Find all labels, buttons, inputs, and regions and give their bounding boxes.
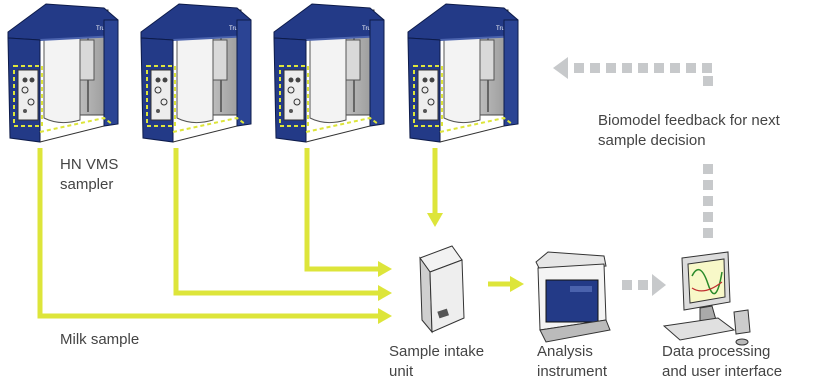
intake-label-line1: Sample intake [389,343,485,360]
computer-icon [662,251,751,346]
flow-lines [37,148,510,319]
analysis-label-line1: Analysis [537,343,593,360]
dataproc-label: Data processing and user interface [662,342,782,382]
analysis-label-line2: instrument [537,363,608,380]
flow-arrowheads [378,213,524,324]
sampler-unit-icon [140,3,253,143]
milk-sample-label: Milk sample [60,331,140,348]
sampler-label: HN VMS sampler [60,155,118,195]
feedback-label-line1: Biomodel feedback for next [598,112,780,129]
analysis-instrument-icon [535,251,611,343]
feedback-label: Biomodel feedback for next sample decisi… [598,111,780,151]
intake-label: Sample intake unit [389,342,484,382]
analysis-label: Analysis instrument [537,342,607,382]
dataproc-label-line1: Data processing [662,343,771,360]
feedback-label-line2: sample decision [598,132,706,149]
intake-label-line2: unit [389,363,414,380]
sampler-unit-icon [273,3,386,143]
sampler-unit-icon [407,3,520,143]
sampler-label-line2: sampler [60,176,114,193]
sampler-unit-icon [7,3,120,143]
feedback-path [553,57,713,296]
sampler-label-line1: HN VMS [60,156,119,173]
intake-unit-icon [419,245,465,334]
dataproc-label-line2: and user interface [662,363,783,380]
